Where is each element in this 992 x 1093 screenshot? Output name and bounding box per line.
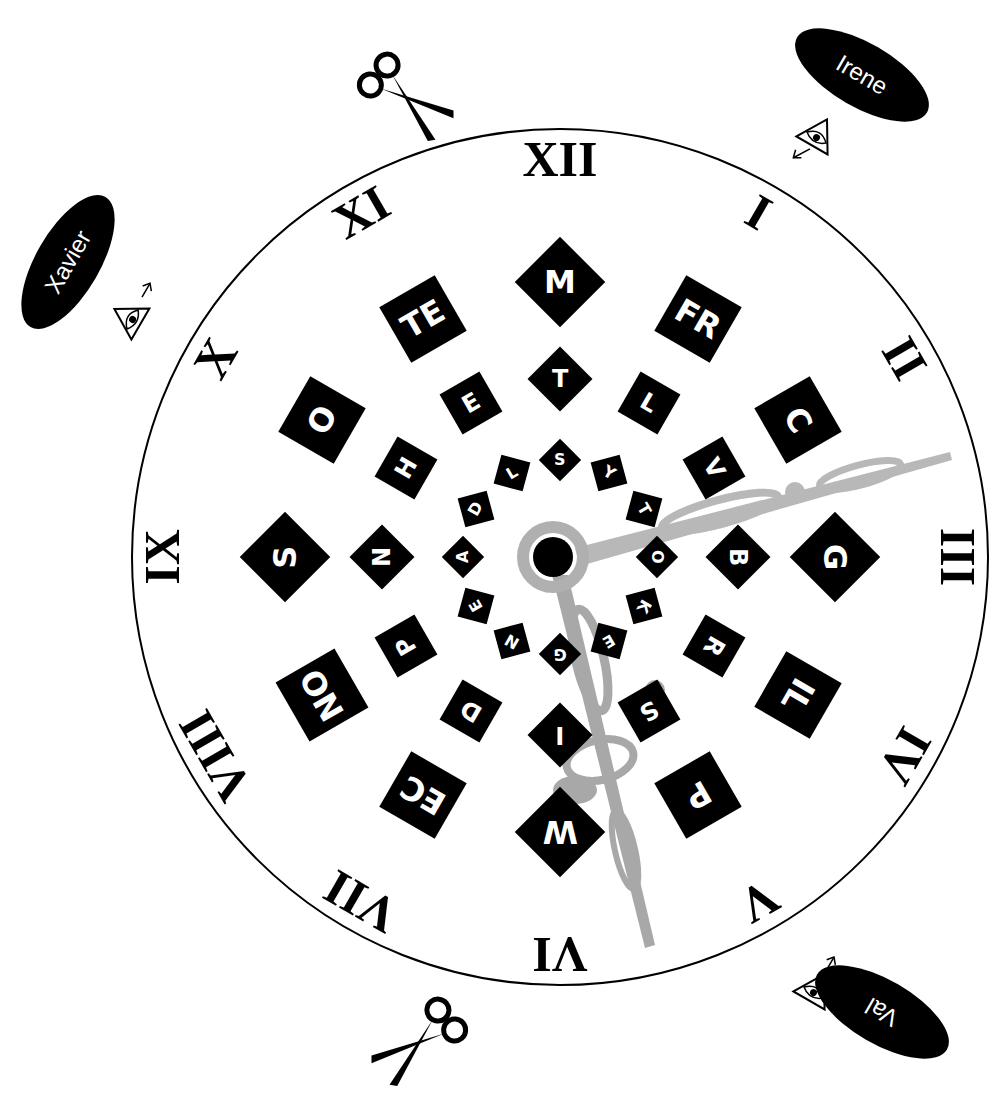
letter-text: E	[466, 597, 485, 614]
hour-numeral: VI	[532, 930, 588, 980]
minute-hand	[552, 575, 665, 948]
hour-hand	[575, 452, 952, 566]
letter-text: S	[636, 696, 663, 725]
letter-text: A	[455, 551, 471, 563]
name-ellipse: Val	[801, 947, 963, 1077]
name-ellipse: Irene	[781, 10, 943, 140]
letter-text: EC	[395, 770, 450, 820]
letter-text: IL	[776, 673, 820, 717]
letter-text: E	[458, 388, 484, 417]
hub-ring	[523, 527, 583, 587]
letter-text: G	[553, 646, 566, 662]
letter-text: P	[679, 775, 715, 814]
eye-symbol	[786, 110, 842, 171]
hour-numeral: XII	[522, 134, 597, 184]
letter-text: M	[544, 266, 576, 298]
letter-text: O	[649, 550, 665, 564]
letter-text: G	[819, 544, 851, 570]
letter-text: P	[391, 632, 421, 659]
letter-text: N	[370, 547, 394, 567]
letter-text: H	[390, 453, 421, 482]
letter-text: V	[699, 454, 729, 482]
letter-text: NO	[294, 663, 349, 726]
letter-text: Y	[599, 463, 617, 483]
hour-numeral: III	[933, 528, 983, 586]
person-name: Xavier	[41, 227, 96, 298]
person-name: Irene	[832, 51, 891, 99]
hour-numeral: IX	[137, 529, 187, 585]
letter-text: W	[542, 816, 577, 848]
letter-text: E	[600, 631, 617, 650]
letter-text: S	[269, 545, 301, 568]
clock-face	[132, 129, 988, 985]
letter-text: K	[634, 596, 654, 615]
scissors-symbol	[366, 995, 470, 1093]
letter-text: L	[503, 464, 520, 483]
letter-text: I	[556, 723, 565, 747]
hub-dot	[533, 537, 573, 577]
letter-text: T	[552, 367, 568, 391]
letter-text: T	[634, 500, 653, 517]
letter-text: FR	[669, 293, 725, 344]
person-name: Val	[862, 993, 902, 1030]
scissors-symbol	[355, 50, 459, 148]
letter-text: N	[502, 631, 522, 652]
letter-text: S	[554, 452, 566, 468]
letter-text: L	[636, 389, 661, 417]
letter-text: TE	[396, 294, 450, 344]
letter-text: D	[456, 696, 485, 727]
name-ellipse: Xavier	[3, 181, 133, 343]
letter-text: R	[699, 632, 729, 660]
letter-text: D	[466, 499, 486, 519]
letter-text: B	[726, 548, 750, 566]
letter-text: O	[301, 400, 342, 440]
letter-text: C	[778, 401, 817, 437]
eye-symbol	[105, 274, 160, 339]
